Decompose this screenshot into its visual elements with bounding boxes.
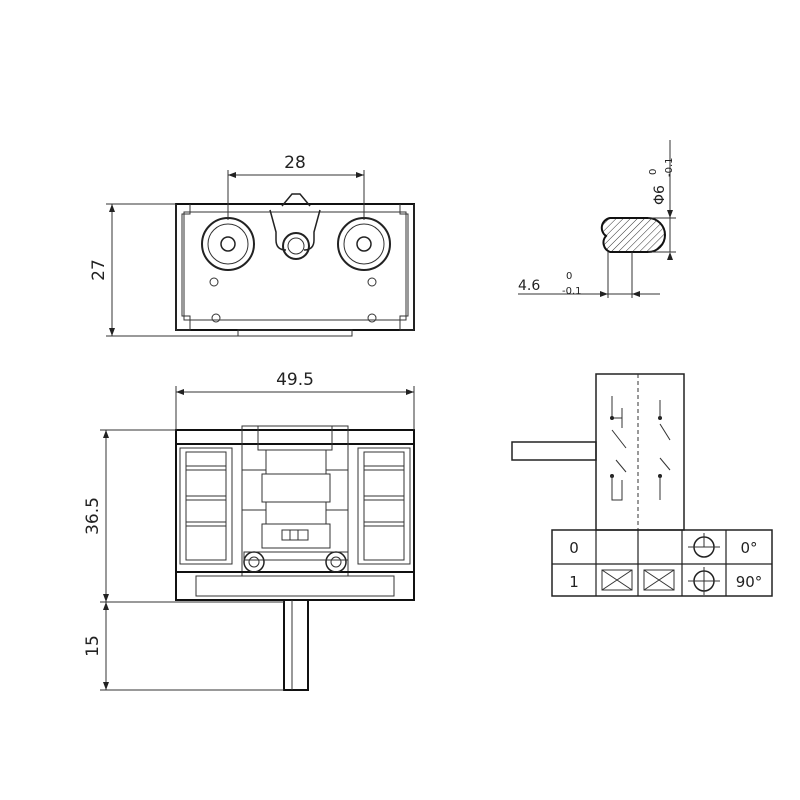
dim-shaft-flat: 4.6 — [518, 278, 540, 294]
front-view-body — [175, 443, 415, 573]
dim-shaft-diameter-tol-lower: -0.1 — [664, 157, 675, 177]
knob-position-0-icon — [688, 533, 720, 558]
shaft-cross-section — [600, 217, 666, 253]
dim-shaft-diameter: Φ6 — [652, 185, 668, 205]
shaft-center — [282, 232, 310, 260]
knob-position-90-icon — [688, 567, 720, 595]
table-row-position: 0 — [569, 539, 579, 557]
dim-front-body-height: 36.5 — [83, 497, 103, 535]
shaft-section: Φ6 0 -0.1 4.6 0 -0.1 — [518, 140, 676, 298]
dim-front-shaft-length: 15 — [83, 635, 103, 657]
dim-hole-spacing: 28 — [284, 153, 306, 173]
switch-position-table: 0 0° 1 90° — [551, 529, 773, 597]
front-view-shaft — [283, 599, 309, 691]
dim-shaft-diameter-tol-upper: 0 — [648, 169, 659, 175]
front-view: 49.5 36.5 15 — [83, 370, 415, 691]
switch-schematic: 0 0° 1 90° — [511, 373, 773, 597]
dim-top-height: 27 — [89, 259, 109, 281]
mounting-hole-left — [201, 217, 255, 271]
dim-shaft-flat-tol-lower: -0.1 — [562, 286, 582, 297]
dim-front-width: 49.5 — [276, 370, 314, 390]
dim-shaft-flat-tol-upper: 0 — [566, 271, 572, 282]
mounting-hole-right — [337, 217, 391, 271]
top-view: 28 27 — [89, 153, 415, 337]
table-row-angle: 90° — [736, 573, 763, 591]
table-row-position: 1 — [569, 573, 579, 591]
table-row-angle: 0° — [740, 539, 757, 557]
